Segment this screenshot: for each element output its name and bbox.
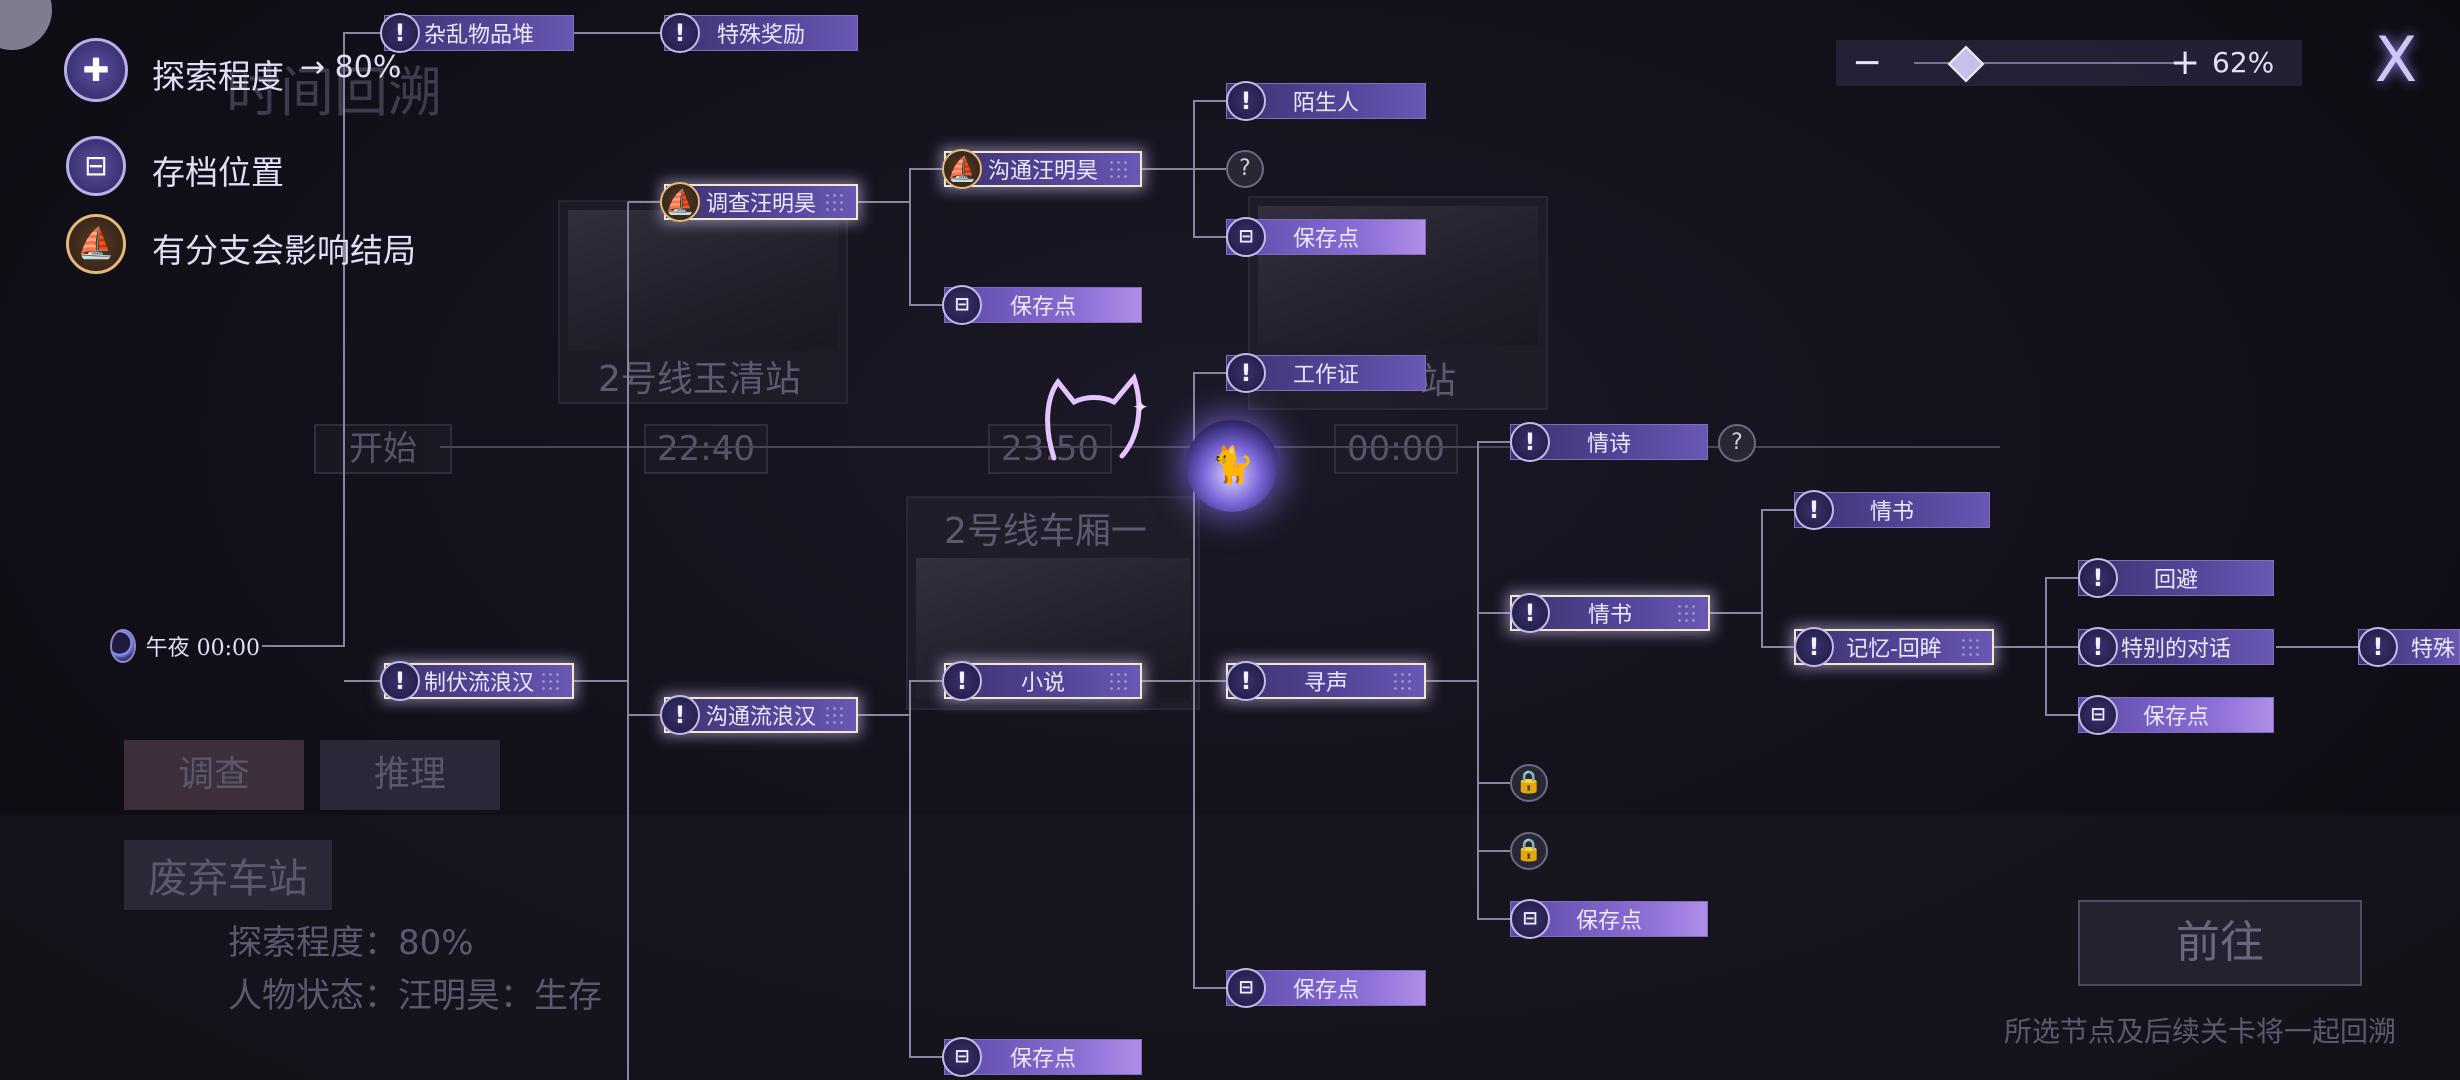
start-node-label: 午夜 00:00 [145,636,260,661]
legend-branch-label: 有分支会影响结局 [152,231,416,270]
close-button[interactable]: X [2374,23,2418,96]
node-label: 回避 [2153,568,2198,593]
alert-icon: ! [1794,627,1834,667]
alert-icon: ! [1226,81,1266,121]
node-label: 制伏流浪汉 [423,671,534,696]
node-label: 特别的对话 [2120,637,2231,662]
legend-explore-value: → 80% [300,50,402,85]
bg-status: 人物状态：汪明昊：生存 [228,976,602,1016]
alert-icon: ! [942,661,982,701]
node-label: 寻声 [1303,671,1348,696]
node-label: 杂乱物品堆 [423,23,534,48]
save-icon: ⊟ [942,285,982,325]
alert-icon: ! [1226,353,1266,393]
bg-carriage-title: 2号线车厢一 [944,511,1147,552]
bg-logo-text: 时间回溯 [226,61,442,124]
svg-text:✦: ✦ [1132,395,1149,419]
bg-time-1: 22:40 [644,424,768,474]
bg-hint: 所选节点及后续关卡将一起回溯 [2004,1015,2397,1048]
node-label: 情书 [1587,603,1632,628]
legend-explore-label: 探索程度 [152,57,284,96]
start-node[interactable]: 午夜 00:00 [110,628,260,664]
save-icon: ⊟ [1226,217,1266,257]
puzzle-icon: ✚ [64,38,128,102]
node-label: 特殊 [2410,637,2455,662]
legend-save-label: 存档位置 [152,153,284,192]
alert-icon: ! [1510,593,1550,633]
moon-icon [110,629,136,663]
bg-tab-deduce: 推理 [320,740,500,810]
node-label: 保存点 [1009,1047,1076,1072]
lock-icon: 🔒 [1510,764,1548,802]
alert-icon: ! [1794,490,1834,530]
zoom-in-button[interactable]: + [2170,42,2201,83]
node-label: 保存点 [1575,909,1642,934]
save-icon: ⊟ [66,136,126,196]
alert-icon: ! [1510,422,1550,462]
bg-third-title: 站 [1420,361,1457,402]
branch-sail-icon: ⛵ [66,214,126,274]
bg-start-marker: 开始 [314,424,452,474]
node-label: 陌生人 [1292,91,1359,116]
node-label: 保存点 [1292,227,1359,252]
alert-icon: ! [660,13,700,53]
unknown-node-icon[interactable]: ? [1718,424,1756,462]
save-icon: ⊟ [1510,899,1550,939]
node-label: 情书 [1869,500,1914,525]
node-label: 小说 [1020,671,1065,696]
zoom-control: − + 62% [1836,40,2302,86]
node-label: 工作证 [1292,363,1359,388]
zoom-out-button[interactable]: − [1852,42,1883,83]
save-icon: ⊟ [2078,695,2118,735]
zoom-slider-thumb[interactable] [1948,45,1985,83]
node-label: 沟通流浪汉 [705,705,816,730]
alert-icon: ! [380,13,420,53]
alert-icon: ! [2078,627,2118,667]
alert-icon: ! [380,661,420,701]
bg-bottom-panel [0,815,2460,1080]
node-label: 沟通汪明昊 [987,159,1098,184]
node-label: 记忆-回眸 [1846,637,1942,662]
lock-icon: 🔒 [1510,832,1548,870]
node-label: 调查汪明昊 [705,192,816,217]
node-label: 特殊奖励 [716,23,805,48]
zoom-value: 62% [2212,46,2275,79]
bg-explore: 探索程度：80% [228,923,474,963]
bg-time-3: 00:00 [1334,424,1458,474]
cat-outline-icon: ✦ [1045,372,1149,461]
goto-button[interactable]: 前往 [2078,900,2362,986]
bg-station-title: 2号线玉清站 [598,359,801,400]
node-label: 保存点 [2142,705,2209,730]
alert-icon: ! [1226,661,1266,701]
node-label: 保存点 [1292,978,1359,1003]
branch-sail-icon: ⛵ [660,182,700,222]
alert-icon: ! [2358,627,2398,667]
bg-location: 废弃车站 [124,840,332,910]
save-icon: ⊟ [942,1037,982,1077]
current-position-marker: 🐈 [1186,420,1278,512]
alert-icon: ! [2078,558,2118,598]
branch-sail-icon: ⛵ [942,149,982,189]
node-label: 情诗 [1586,432,1631,457]
bg-tab-investigate: 调查 [124,740,304,810]
alert-icon: ! [660,695,700,735]
zoom-slider-track[interactable] [1914,62,2194,64]
bg-station-card [558,200,848,404]
save-icon: ⊟ [1226,968,1266,1008]
node-label: 保存点 [1009,295,1076,320]
unknown-node-icon[interactable]: ? [1226,150,1264,188]
